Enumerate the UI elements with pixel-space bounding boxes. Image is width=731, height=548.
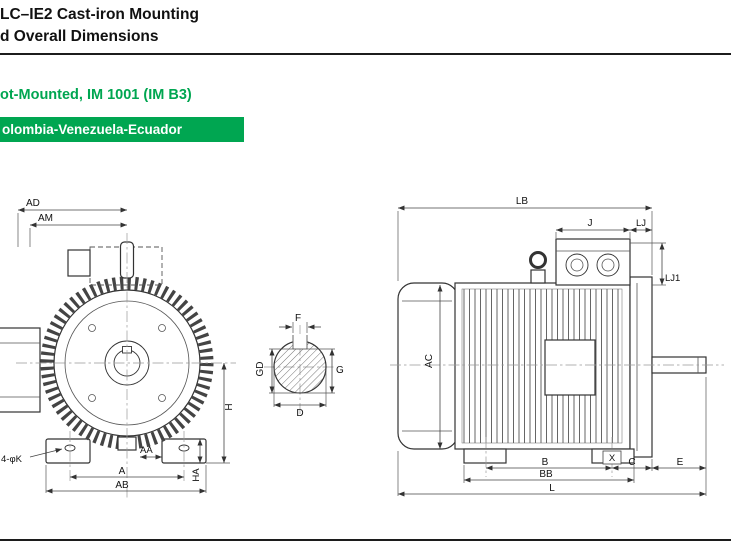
end-shield-bolt bbox=[88, 324, 96, 332]
side-view-drawing: LB J LJ LJ1 AC X B C E bbox=[390, 196, 724, 497]
dim-label-AM: AM bbox=[38, 213, 53, 224]
lifting-eyebolt bbox=[529, 251, 547, 269]
dim-label-LJ1: LJ1 bbox=[665, 273, 680, 284]
dim-label-AB: AB bbox=[115, 480, 129, 491]
mounting-foot-left-side bbox=[463, 448, 507, 464]
end-shield-bolt bbox=[88, 394, 96, 402]
nameplate bbox=[544, 339, 596, 396]
dim-label-LB: LB bbox=[516, 196, 529, 207]
cable-gland bbox=[565, 253, 589, 277]
dim-label-G: G bbox=[336, 365, 344, 376]
dimension-drawings: AD AM H HA AA 4-φK A AB bbox=[0, 196, 724, 499]
title-line-2: d Overall Dimensions bbox=[0, 28, 159, 45]
dim-label-A: A bbox=[119, 466, 126, 477]
front-view-drawing: AD AM H HA AA 4-φK A AB bbox=[0, 198, 236, 499]
keyway-cutout bbox=[292, 334, 308, 350]
cable-gland-hole bbox=[601, 258, 615, 272]
dim-label-J: J bbox=[588, 218, 593, 229]
cooling-fins-side bbox=[461, 288, 623, 444]
footer-divider bbox=[0, 539, 731, 541]
dim-label-D: D bbox=[296, 408, 303, 419]
dim-label-L: L bbox=[549, 483, 555, 494]
shaft-section-detail: F GD G D bbox=[255, 313, 344, 419]
eyebolt-base bbox=[530, 269, 546, 284]
leader-line-K bbox=[29, 448, 63, 458]
dim-label-X: X bbox=[609, 453, 616, 464]
cable-gland-hole bbox=[570, 258, 584, 272]
end-shield-bolt bbox=[158, 394, 166, 402]
region-banner: olombia-Venezuela-Ecuador bbox=[0, 117, 244, 142]
dim-label-K: 4-φK bbox=[1, 454, 23, 465]
dim-label-LJ: LJ bbox=[636, 218, 646, 229]
side-junction-box bbox=[0, 327, 41, 413]
dim-label-BB: BB bbox=[539, 469, 553, 480]
conduit-box-front bbox=[67, 249, 91, 277]
dim-label-H: H bbox=[224, 403, 235, 410]
dim-label-HA: HA bbox=[191, 468, 202, 482]
cable-gland bbox=[596, 253, 620, 277]
dim-label-F: F bbox=[295, 313, 301, 324]
page-title: LC–IE2 Cast-iron Mounting d Overall Dime… bbox=[0, 4, 199, 48]
header-divider bbox=[0, 53, 731, 55]
dim-label-AD: AD bbox=[26, 198, 40, 209]
end-shield-bolt bbox=[158, 324, 166, 332]
dim-frame-X bbox=[602, 450, 622, 465]
dim-label-B: B bbox=[542, 457, 549, 468]
dim-label-AA: AA bbox=[140, 445, 153, 456]
drive-end-shield bbox=[629, 276, 653, 458]
dim-label-AC: AC bbox=[424, 354, 435, 368]
title-line-1: LC–IE2 Cast-iron Mounting bbox=[0, 6, 199, 23]
dim-label-GD: GD bbox=[255, 362, 266, 377]
dim-label-E: E bbox=[677, 457, 684, 468]
mounting-type-subtitle: ot-Mounted, IM 1001 (IM B3) bbox=[0, 87, 192, 103]
dim-label-C: C bbox=[628, 457, 635, 468]
